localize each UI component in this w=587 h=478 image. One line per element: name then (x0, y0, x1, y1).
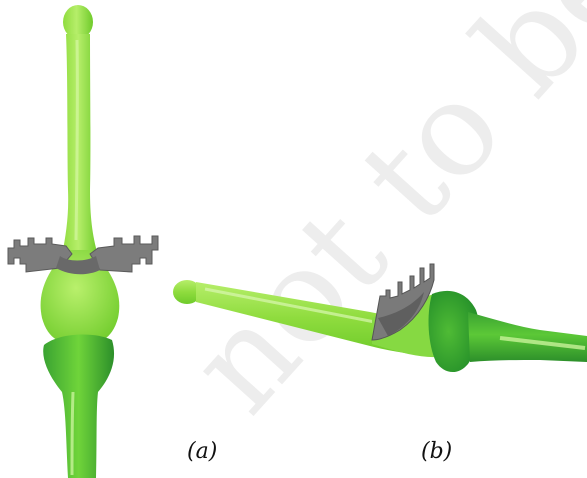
watermark-text: not to be (160, 0, 587, 441)
stalk-a-base-highlight (72, 392, 73, 475)
stalk-a-base (43, 335, 114, 478)
figure-label-a: (a) (187, 439, 217, 464)
stalk-b-base (468, 312, 587, 362)
collar-a-right (90, 236, 158, 272)
figure-label-b: (b) (421, 439, 452, 464)
stalk-a-shaft-highlight (76, 40, 77, 240)
watermark: not to be (160, 0, 587, 441)
stalk-a-shaft (62, 34, 98, 255)
stalk-a-tip (63, 5, 93, 39)
